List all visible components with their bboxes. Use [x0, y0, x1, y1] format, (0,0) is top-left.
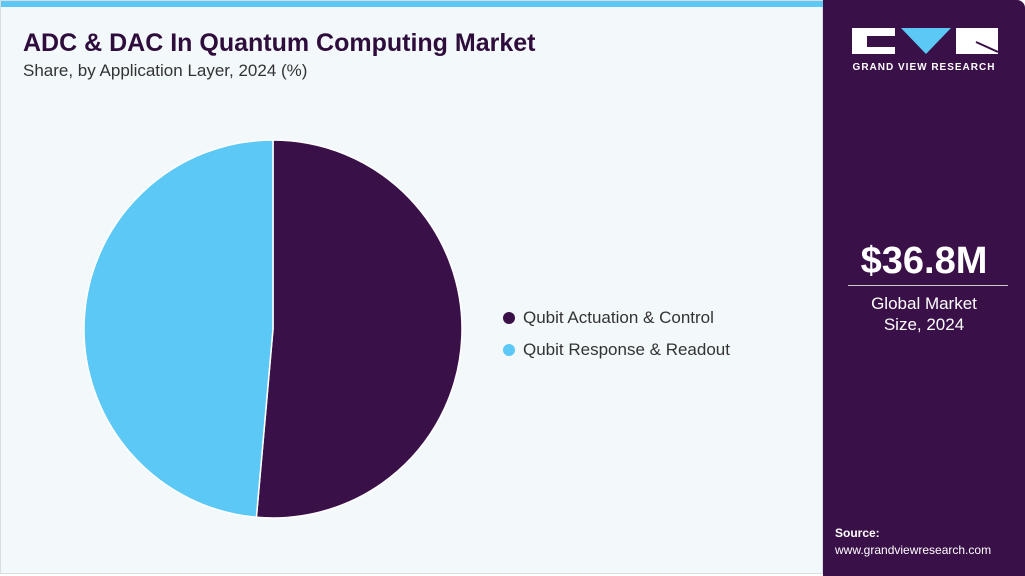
legend-label: Qubit Response & Readout	[523, 340, 730, 359]
chart-title: ADC & DAC In Quantum Computing Market	[23, 29, 536, 57]
divider	[848, 285, 1008, 286]
chart-subtitle: Share, by Application Layer, 2024 (%)	[23, 61, 308, 80]
chart-area: ADC & DAC In Quantum Computing Market Sh…	[0, 0, 824, 574]
source-label: Source:	[835, 526, 880, 540]
side-panel: GRAND VIEW RESEARCH $36.8M Global Market…	[823, 0, 1025, 576]
grand-view-research-logo	[852, 28, 998, 54]
legend: Qubit Actuation & Control Qubit Response…	[503, 302, 730, 366]
legend-label: Qubit Actuation & Control	[523, 308, 714, 327]
source-url[interactable]: www.grandviewresearch.com	[835, 543, 992, 557]
market-size-label: Global Market Size, 2024	[871, 294, 977, 334]
pie-chart	[83, 139, 463, 519]
brand-name: GRAND VIEW RESEARCH	[852, 62, 996, 73]
legend-swatch	[503, 312, 515, 324]
legend-item: Qubit Actuation & Control	[503, 302, 730, 334]
legend-item: Qubit Response & Readout	[503, 334, 730, 366]
pie-slice	[83, 139, 274, 519]
accent-bar	[1, 1, 824, 7]
legend-swatch	[503, 344, 515, 356]
pie-slice	[255, 139, 463, 519]
market-size-value: $36.8M	[860, 240, 988, 282]
source: Source: www.grandviewresearch.com	[835, 525, 991, 559]
